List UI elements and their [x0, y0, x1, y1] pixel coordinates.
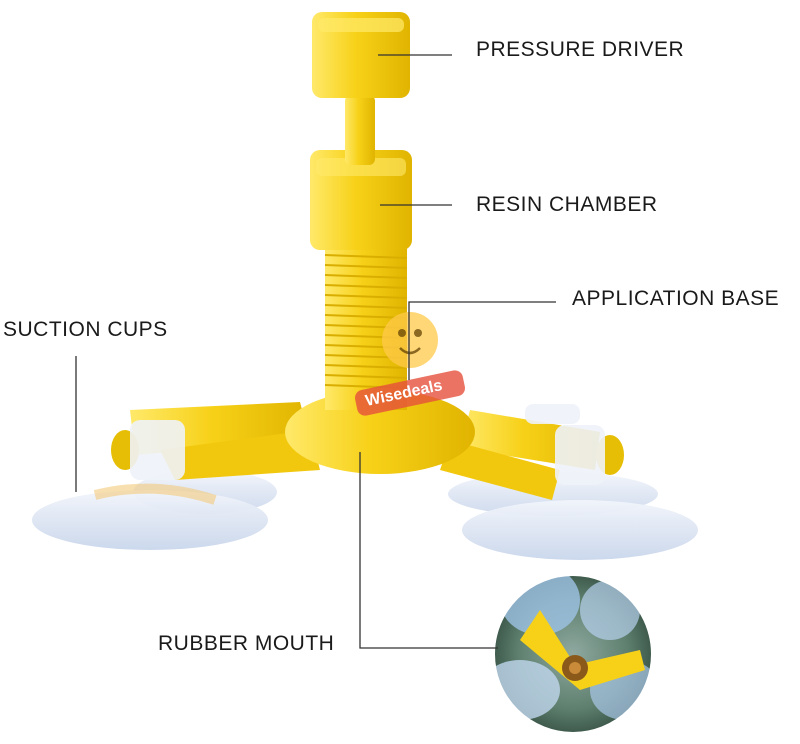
label-suction-cups: SUCTION CUPS	[3, 318, 168, 341]
label-pressure-driver: PRESSURE DRIVER	[476, 38, 685, 61]
label-resin-chamber: RESIN CHAMBER	[476, 193, 658, 216]
resin-chamber	[310, 150, 412, 250]
rubber-mouth-inset	[493, 574, 653, 734]
pressure-driver	[312, 12, 410, 165]
suction-cup-front-right	[462, 404, 698, 560]
label-application-base: APPLICATION BASE	[572, 287, 780, 310]
leader-application-base	[408, 301, 556, 380]
label-rubber-mouth: RUBBER MOUTH	[158, 632, 335, 655]
leader-rubber-mouth	[359, 452, 498, 649]
leader-lines	[75, 54, 556, 649]
watermark-logo	[354, 312, 466, 416]
suction-cup-front-left	[32, 420, 268, 550]
threaded-shaft	[324, 245, 408, 410]
